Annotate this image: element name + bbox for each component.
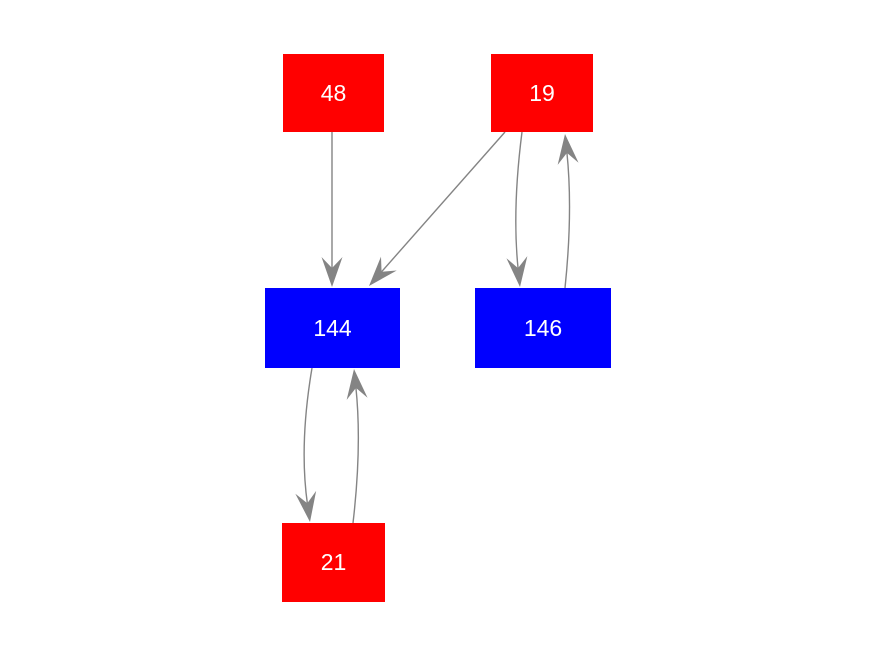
graph-node-48[interactable]: 48 <box>283 54 384 132</box>
node-label: 21 <box>320 549 347 575</box>
edge-21-144[interactable] <box>344 368 368 524</box>
node-label: 144 <box>313 314 352 341</box>
edge-146-19[interactable] <box>555 133 579 289</box>
arrowhead-icon <box>369 256 397 286</box>
graph-node-21[interactable]: 21 <box>282 523 385 602</box>
edge-line <box>352 386 360 524</box>
edge-48-144[interactable] <box>321 132 343 287</box>
edge-line <box>380 131 506 273</box>
edge-19-144[interactable] <box>361 131 506 293</box>
edge-line <box>515 131 523 270</box>
graph-node-146[interactable]: 146 <box>475 288 611 368</box>
arrowhead-icon <box>321 257 343 287</box>
graph-node-19[interactable]: 19 <box>491 54 593 132</box>
arrowhead-icon <box>295 490 317 522</box>
graph-node-144[interactable]: 144 <box>265 288 400 368</box>
edge-19-146[interactable] <box>506 131 530 288</box>
edge-line <box>564 151 571 289</box>
node-label: 19 <box>529 79 555 106</box>
edge-144-21[interactable] <box>295 367 320 523</box>
arrowhead-icon <box>557 134 579 165</box>
arrowhead-icon <box>506 256 528 287</box>
arrowhead-icon <box>346 369 368 400</box>
edge-line <box>303 367 313 505</box>
node-label: 146 <box>523 314 563 341</box>
node-label: 48 <box>320 79 347 106</box>
